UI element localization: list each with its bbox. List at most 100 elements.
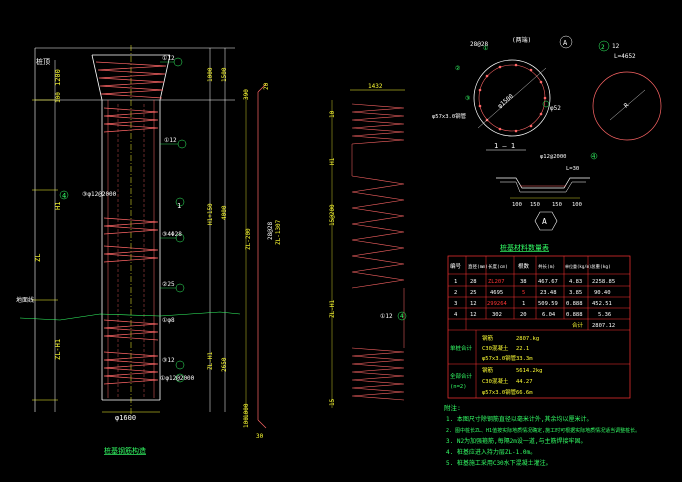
pile-elevation-title: 桩基钢筋构造: [104, 446, 146, 455]
th-unit: 单位重(kg/m): [565, 263, 591, 269]
pile-elevation: 桩顶 地面线 1200 100 H1 ZL ZL-H1 4 1500 1000 …: [16, 45, 241, 455]
cell-no: 1: [454, 279, 457, 285]
th-count: 根数: [518, 262, 530, 270]
spiral-dim-h1: H1: [329, 157, 336, 165]
th-dia: 直径(mm): [468, 263, 488, 270]
cell-dia: 28: [470, 279, 477, 285]
subtotal-value: 2807.12: [592, 323, 615, 329]
material-table: 桩基材料数量表 编号 直径(mm) 长度(cm) 根数 共长(m) 单位重(kg…: [447, 243, 631, 399]
cell-no: 4: [454, 312, 458, 318]
all-concrete-value: 44.27: [516, 379, 533, 385]
th-total: 共长(m): [538, 263, 555, 270]
cell-weight: 452.51: [592, 301, 612, 307]
all-total-label: 全部合计: [450, 372, 473, 380]
cell-length: 302: [492, 312, 502, 318]
cell-total: 6.04: [542, 312, 556, 318]
dim-right-2650: 2650: [221, 357, 228, 372]
dim-right-h1-150: H1+150: [207, 203, 214, 225]
all-concrete-label: C30混凝土: [482, 377, 509, 385]
cell-weight: 2258.85: [592, 279, 615, 285]
spiral-tag-no: 4: [400, 313, 404, 320]
section-tag-1: ①: [483, 45, 488, 52]
long-bar-dim-20: 20: [263, 82, 270, 90]
bar-tag-1: ①12: [162, 55, 175, 62]
detail-length: L=30: [566, 166, 579, 172]
ring-marker: 2: [601, 44, 605, 51]
section-phi52: φ52: [550, 105, 561, 112]
single-total-label: 单桩合计: [450, 344, 473, 352]
long-bar-label: 28@28: [267, 222, 274, 240]
long-bar-detail: 390 20 ZL-200 ZL-1307 28@28 1000 100 30: [243, 82, 282, 440]
dim-left-h1: H1: [54, 202, 62, 210]
notes-title: 附注:: [444, 403, 461, 412]
spiral-bar-tag: ①12: [380, 313, 393, 320]
ring-bar: 12: [612, 43, 620, 50]
bar-tag-4: ③4Φ28: [162, 231, 182, 238]
long-bar-mid-label-2: ZL-1307: [275, 219, 282, 245]
detail-dim-150-a: 150: [530, 202, 540, 208]
table-row: 1 28 ZL207 38 467.67 4.83 2258.85: [454, 279, 615, 285]
th-length: 长度(cm): [488, 263, 508, 270]
single-rebar-value: 2807.kg: [516, 336, 539, 342]
cell-total: 23.48: [540, 290, 557, 296]
cell-unit: 0.888: [566, 301, 583, 307]
note-2: 2. 图中桩长ZL、H1值按实际地质情况确定,施工时可根据实际地质情况适当调整桩…: [446, 427, 640, 434]
dim-right-4000-a: 4000: [221, 205, 228, 220]
cell-weight: 90.40: [594, 290, 611, 296]
cell-unit: 3.85: [569, 290, 582, 296]
cell-count: 20: [520, 312, 527, 318]
all-pipe-value: 66.6m: [516, 390, 533, 396]
cell-no: 3: [454, 301, 457, 307]
table-row: 4 12 302 20 6.04 0.888 5.36: [454, 312, 611, 318]
detail-dim-150-b: 150: [552, 202, 562, 208]
long-bar-dim-1000: 1000: [243, 403, 250, 418]
detail-marker: A: [542, 217, 547, 226]
th-no: 编号: [450, 262, 462, 270]
note-4: 4. 桩基应进入持力层ZL-1.0m。: [446, 448, 536, 456]
long-bar-mid-label: ZL-200: [245, 228, 252, 250]
spiral-dim-15-200: 15@200: [329, 204, 336, 226]
spiral-dim-15: 15: [329, 398, 336, 406]
section-marker: A: [563, 39, 568, 47]
all-rebar-label: 钢筋: [482, 366, 494, 374]
subtotal-label: 合计: [572, 321, 584, 329]
detail-dim-100-a: 100: [512, 202, 522, 208]
section-tag-2: ②: [455, 65, 460, 72]
all-pipe-label: φ57x3.0钢管: [482, 388, 517, 396]
cell-length: 299264: [487, 301, 508, 307]
section-tag-3: ③: [465, 95, 470, 102]
spiral-detail: 1432 10 H1 15@200 ZL-H1 15 ①12 4: [329, 83, 407, 408]
section-label-bar: 28@28: [470, 41, 488, 48]
detail-a: φ12@2000 L=30 4 100 150 150 100 A: [496, 152, 598, 231]
dim-right-1000: 1000: [207, 67, 214, 82]
cell-unit: 0.888: [566, 312, 583, 318]
all-total-sub: (n=2): [450, 384, 467, 390]
dim-left-zl-h1: ZL-H1: [54, 339, 62, 360]
cell-total: 509.59: [538, 301, 558, 307]
cell-total: 467.67: [538, 279, 558, 285]
dim-left-zl: ZL: [34, 254, 42, 262]
bar-tag-7: ③12: [162, 357, 175, 364]
bar-tag-2: ①12: [164, 137, 177, 144]
ring-radius: R: [623, 102, 631, 110]
detail-dim-100-b: 100: [572, 202, 582, 208]
long-bar-dim-30: 30: [256, 433, 264, 440]
table-row: 3 12 299264 1 509.59 0.888 452.51: [454, 301, 612, 307]
tag-left-4: 4: [62, 192, 66, 200]
bar-tag-6: ①φ8: [162, 317, 175, 324]
bar-tag-5: ②25: [162, 281, 175, 288]
single-pipe-label: φ57x3.0钢管: [482, 354, 517, 362]
cell-length: 4695: [490, 290, 503, 296]
cell-dia: 12: [470, 301, 477, 307]
notes: 附注: 1. 本图尺寸除钢筋直径以毫米计外,其余均以厘米计。 2. 图中桩长ZL…: [444, 403, 640, 467]
detail-bar: φ12@2000: [540, 154, 567, 160]
ring-length: L=4652: [614, 53, 636, 60]
single-concrete-label: C30混凝土: [482, 344, 509, 352]
section-pipe-label: φ57x3.0钢管: [432, 112, 467, 120]
note-3: 3. N2为加强箍筋,每隔2m设一道,与主筋焊接牢固。: [446, 437, 587, 445]
section-title: 1 — 1: [494, 142, 515, 150]
table-title: 桩基材料数量表: [500, 243, 549, 252]
cell-dia: 12: [470, 312, 477, 318]
dim-right-zl-h1: ZL-H1: [207, 352, 214, 370]
